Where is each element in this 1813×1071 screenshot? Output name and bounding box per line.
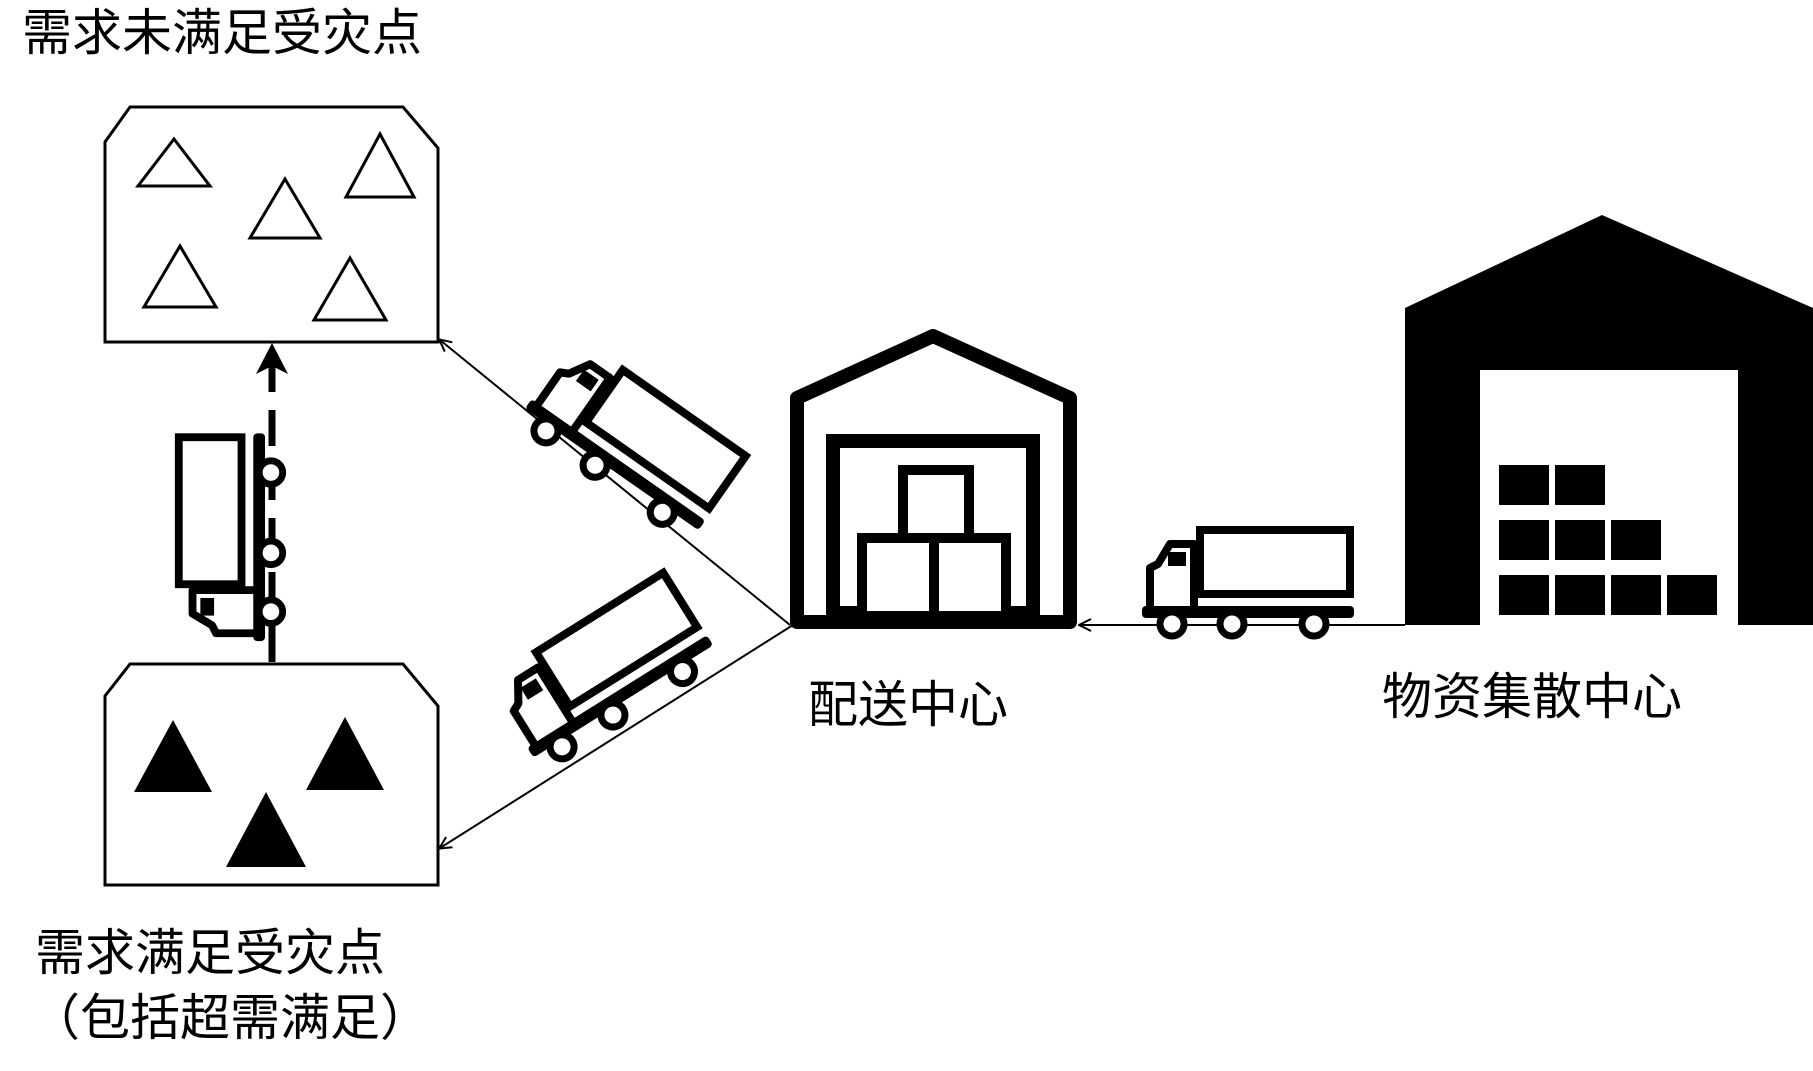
flow-to-met-area (440, 624, 794, 848)
truck-icon (179, 433, 283, 641)
met-demand-points-note: （包括超需满足） (30, 989, 430, 1047)
outline-triangle-icon (134, 136, 214, 188)
outline-triangle-icon (343, 130, 417, 199)
outline-triangle-icon (247, 176, 323, 240)
truck-icon (1142, 530, 1354, 636)
collection-center-label: 物资集散中心 (1382, 668, 1682, 726)
distribution-center-label: 配送中心 (808, 676, 1008, 734)
collection-center-icon (1405, 215, 1813, 625)
filled-triangle-icon (226, 792, 306, 867)
unmet-demand-points-label: 需求未满足受灾点 (22, 4, 422, 62)
redistribution-flow (256, 343, 288, 662)
unmet-disaster-area (103, 105, 440, 344)
distribution-center-icon (790, 329, 1077, 629)
filled-triangle-icon (306, 717, 384, 790)
outline-triangle-icon (141, 243, 219, 309)
flow-to-unmet-area (440, 340, 791, 626)
met-disaster-area (103, 662, 440, 887)
truck-icon (487, 571, 723, 773)
met-demand-points-label: 需求满足受灾点 (35, 924, 385, 982)
filled-triangle-icon (134, 720, 212, 792)
truck-icon (514, 337, 748, 545)
outline-triangle-icon (311, 255, 389, 322)
